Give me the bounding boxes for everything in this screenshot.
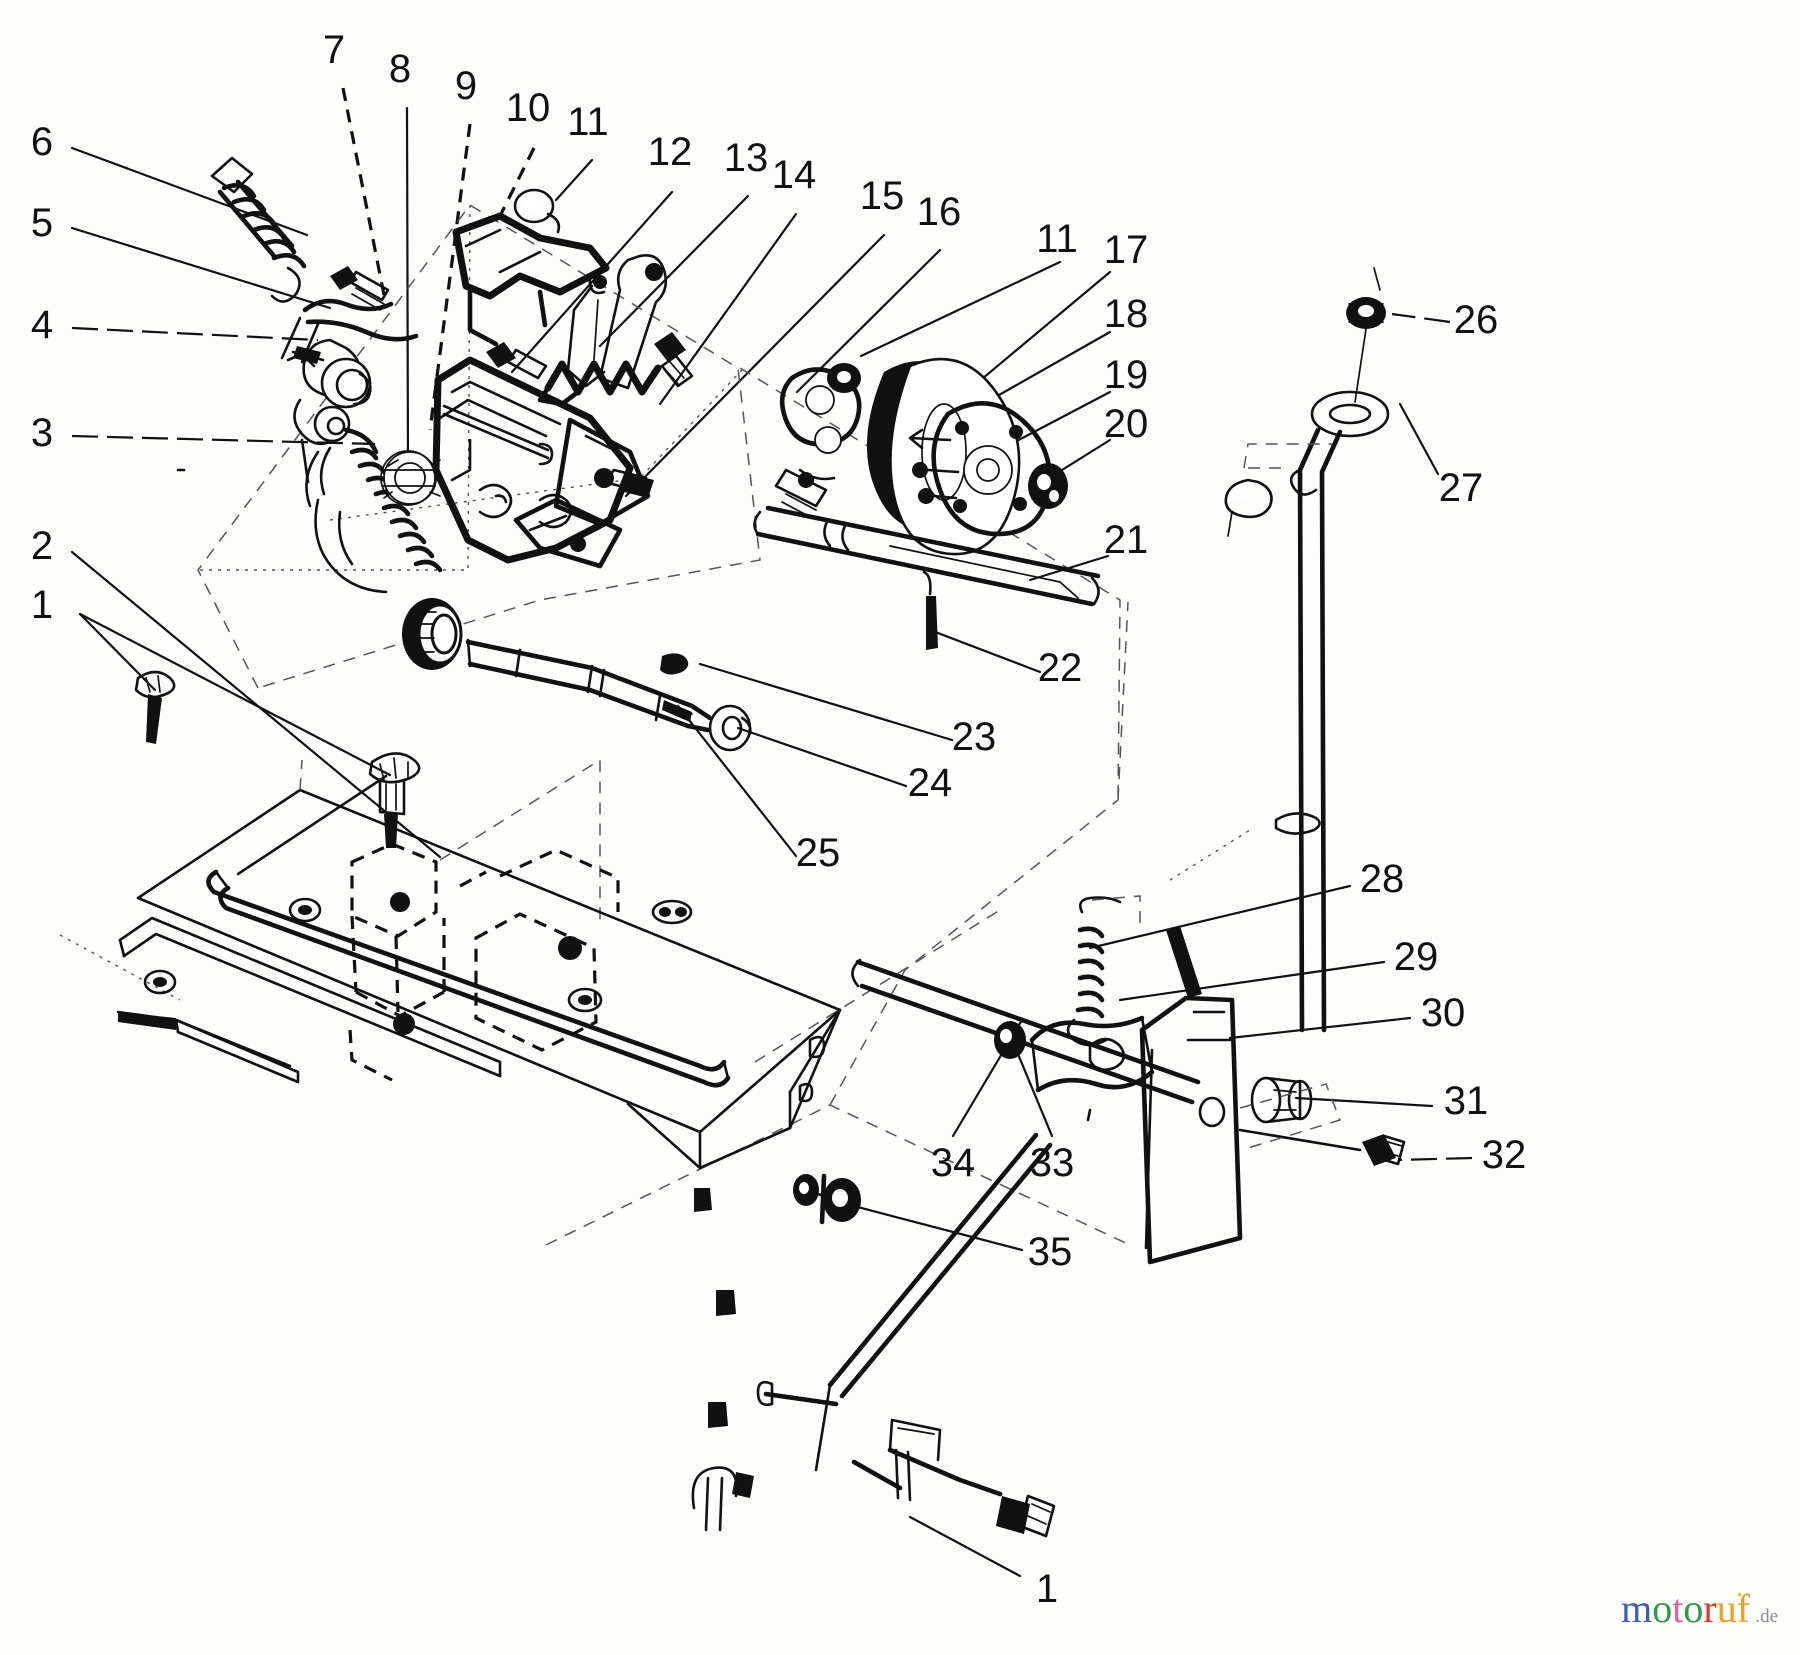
part-shift-rod-34 [851,958,1201,1105]
callout-number-20: 20 [1103,402,1149,446]
callout-number-10: 10 [505,86,551,130]
callout-number-6: 6 [30,120,54,164]
part-knob-screw-2 [368,752,421,848]
callout-number-27: 27 [1438,466,1484,510]
callout-number-3: 3 [30,411,54,455]
part-bracket-10 [452,212,610,347]
part-bracket-30 [994,995,1406,1265]
part-bolt-14 [654,332,694,388]
callout-number-16: 16 [916,190,962,234]
callout-number-2: 2 [30,524,54,568]
callout-number-17: 17 [1103,228,1149,272]
part-key-22 [922,570,938,650]
callout-number-31: 31 [1443,1079,1489,1123]
watermark-letter: m [1621,1586,1653,1631]
callout-number-8: 8 [388,47,412,91]
callout-number-26: 26 [1453,298,1499,342]
part-shift-lever-27 [1224,267,1390,1033]
callout-number-23: 23 [951,715,997,759]
part-frame-rail-bottom [691,1132,1056,1538]
leader-lines-right [676,260,1473,1578]
part-bearing-25 [402,598,463,670]
callout-number-1: 1 [1035,1567,1059,1611]
part-axle-shaft-21 [753,505,1101,607]
watermark-letter: f [1736,1586,1751,1631]
watermark-letter: o [1683,1586,1704,1631]
motoruf-watermark: motoruf• .de [1621,1589,1778,1629]
callout-number-32: 32 [1481,1133,1527,1177]
part-screw-1a [134,670,176,744]
callout-number-7: 7 [322,28,346,72]
callout-number-19: 19 [1103,353,1149,397]
watermark-tld: .de [1755,1606,1778,1627]
callout-number-12: 12 [647,130,693,174]
callout-number-15: 15 [859,174,905,218]
watermark-letter: t [1672,1586,1684,1631]
callout-number-11: 11 [1036,217,1078,261]
callout-number-22: 22 [1037,646,1083,690]
watermark-dot-icon: • [1737,1588,1743,1604]
callout-number-11: 11 [567,100,609,144]
part-lever-12 [537,254,668,407]
part-cap-screw-11 [513,188,561,234]
leader-lines-left [70,146,442,859]
callout-number-14: 14 [771,153,817,197]
callout-number-18: 18 [1103,292,1149,336]
part-bushing-35 [793,1173,861,1225]
callout-number-13: 13 [723,136,769,180]
part-spring-28 [1066,895,1141,1122]
callout-number-35: 35 [1027,1230,1073,1274]
part-shaft-23 [465,638,713,733]
callout-number-24: 24 [907,761,953,805]
part-screw-7 [330,266,390,311]
callout-number-21: 21 [1103,518,1149,562]
callout-number-29: 29 [1393,935,1439,979]
callout-number-30: 30 [1420,991,1466,1035]
callout-number-33: 33 [1029,1141,1075,1185]
watermark-letter: u [1716,1586,1737,1631]
phantom-outlines [59,204,1251,1246]
callout-number-34: 34 [930,1141,976,1185]
leader-lines-top [341,87,942,498]
watermark-letter: o [1652,1586,1673,1631]
part-transmission-case [380,342,654,569]
watermark-letter: r [1703,1586,1717,1631]
part-washer-24 [708,704,752,752]
part-roll-pin-29 [1166,926,1202,998]
part-deck-plate [116,759,842,1170]
part-brake-mechanism-cluster [176,298,443,594]
part-extension-spring [210,156,307,303]
callout-number-5: 5 [30,201,54,245]
callout-number-4: 4 [30,303,54,347]
callout-number-28: 28 [1359,857,1405,901]
callout-number-1: 1 [30,583,54,627]
part-pulley-hub-assembly [774,357,1068,556]
callout-number-25: 25 [795,831,841,875]
part-woodruff-key [660,653,689,675]
callout-number-9: 9 [454,64,478,108]
